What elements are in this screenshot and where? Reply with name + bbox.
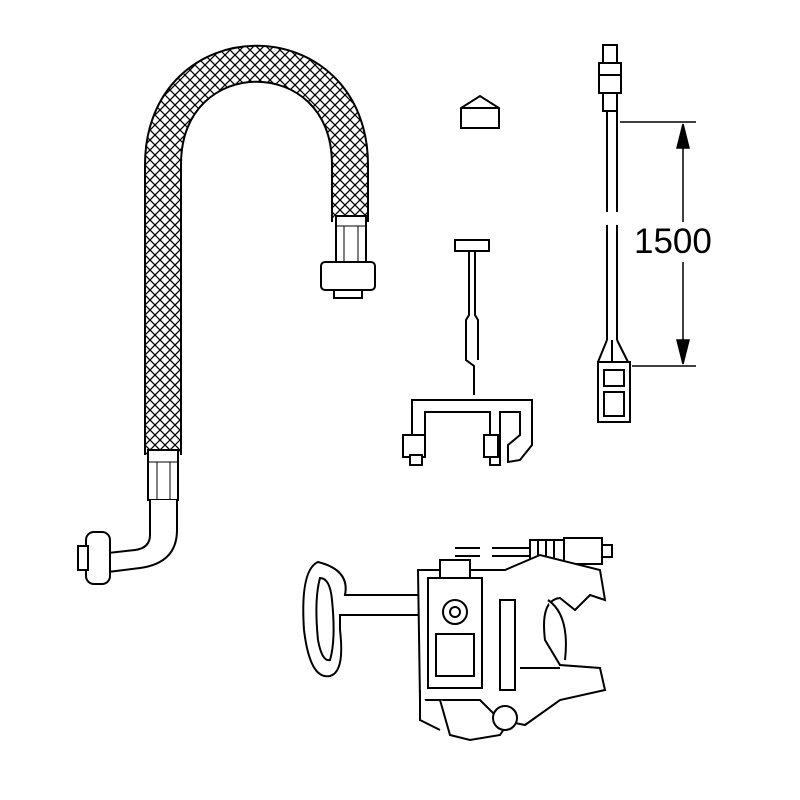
- dimension-label: 1500: [632, 222, 714, 262]
- valve-assembly-with-key: [302, 537, 613, 742]
- probe-bracket: [402, 239, 533, 466]
- cap: [460, 94, 500, 129]
- braided-hose: [77, 44, 376, 585]
- cable-with-connectors: [597, 44, 631, 423]
